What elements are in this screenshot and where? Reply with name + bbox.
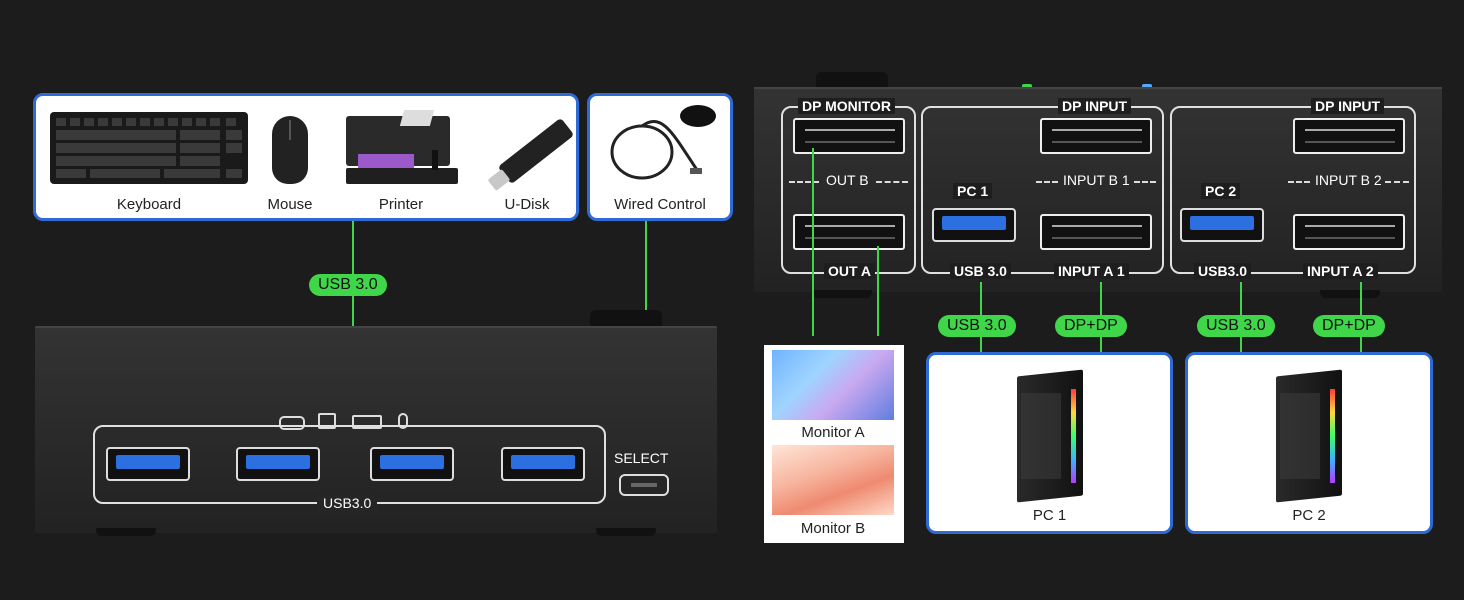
wired-control-port-icon [279, 416, 305, 430]
dp-out-b-port [793, 118, 905, 154]
usb-pill-left: USB 3.0 [309, 274, 387, 296]
switch-foot-right [596, 528, 656, 536]
udisk-label: U-Disk [504, 196, 550, 213]
pc2-tower-icon [1266, 369, 1354, 503]
pc1-usb-pill: USB 3.0 [938, 315, 1016, 337]
mouse-port-icon [398, 413, 408, 429]
back-foot-left [812, 290, 872, 298]
led-green [1022, 84, 1032, 88]
pc2-usb-pill: USB 3.0 [1197, 315, 1275, 337]
keyboard-port-icon [352, 415, 382, 429]
input-b2-dash-left [1288, 181, 1310, 183]
out-a-label: OUT A [824, 263, 876, 279]
usb-port-4 [501, 447, 585, 481]
usb-port-1 [106, 447, 190, 481]
select-port [619, 474, 669, 496]
back-foot-right [1320, 290, 1380, 298]
monitor-b-image [772, 445, 894, 515]
mouse-icon [272, 116, 308, 184]
pc2-label: PC 2 [1201, 183, 1241, 199]
dp-input-a1-port [1040, 214, 1152, 250]
out-b-dash-left [789, 181, 819, 183]
keyboard-label: Keyboard [116, 196, 182, 213]
monitor-a-label: Monitor A [801, 424, 865, 441]
input-a1-label: INPUT A 1 [1054, 263, 1129, 279]
pc2-port-frame [1170, 106, 1416, 274]
select-label: SELECT [614, 450, 669, 466]
switch-foot-left [96, 528, 156, 536]
dp-out-a-port [793, 214, 905, 250]
pc2-usb-port [1180, 208, 1264, 242]
input-b1-dash-left [1036, 181, 1058, 183]
out-b-dash-right [876, 181, 908, 183]
dp-input-b1-port [1040, 118, 1152, 154]
monitor-b-label: Monitor B [800, 520, 866, 537]
mouse-label: Mouse [267, 196, 313, 213]
usb-drive-icon [487, 117, 575, 191]
printer-label: Printer [378, 196, 424, 213]
pc1-port-frame [921, 106, 1164, 274]
pc1-usb30-label: USB 3.0 [950, 263, 1011, 279]
keyboard-icon [50, 112, 248, 184]
input-b2-label: INPUT B 2 [1315, 172, 1382, 188]
usb-frame-label: USB3.0 [317, 495, 378, 511]
dp-input-2-label: DP INPUT [1311, 98, 1385, 114]
usb-port-3 [370, 447, 454, 481]
printer-port-icon [318, 413, 336, 429]
switch-knob [590, 310, 662, 328]
pc1-card: PC 1 [926, 352, 1173, 534]
input-a2-label: INPUT A 2 [1303, 263, 1378, 279]
dp-input-1-label: DP INPUT [1058, 98, 1132, 114]
dp-input-a2-port [1293, 214, 1405, 250]
input-b1-label: INPUT B 1 [1063, 172, 1130, 188]
wired-control-card: Wired Control [587, 93, 733, 221]
pc1-label: PC 1 [953, 183, 993, 199]
wired-control-label: Wired Control [614, 196, 706, 213]
monitor-a-cable [877, 246, 879, 336]
pc2-usb30-label: USB3.0 [1194, 263, 1252, 279]
monitor-a-image [772, 350, 894, 420]
input-b2-dash-right [1385, 181, 1409, 183]
led-blue [1142, 84, 1152, 88]
peripherals-card: Keyboard Mouse Printer U-Disk [33, 93, 579, 221]
dp-monitor-label: DP MONITOR [798, 98, 895, 114]
pc2-label-card: PC 2 [1292, 507, 1326, 524]
pc1-tower-icon [1007, 369, 1095, 503]
usb-port-2 [236, 447, 320, 481]
out-b-label: OUT B [826, 172, 869, 188]
dp-input-b2-port [1293, 118, 1405, 154]
monitor-b-cable [812, 148, 814, 336]
pc1-usb-port [932, 208, 1016, 242]
pc1-label-card: PC 1 [1032, 507, 1067, 524]
back-knob [816, 72, 888, 88]
input-b1-dash-right [1134, 181, 1156, 183]
printer-icon [346, 110, 458, 186]
pc2-dp-pill: DP+DP [1313, 315, 1385, 337]
pc1-dp-pill: DP+DP [1055, 315, 1127, 337]
wired-control-icon [610, 105, 716, 180]
usb-connector-line [352, 221, 354, 399]
pc2-card: PC 2 [1185, 352, 1433, 534]
